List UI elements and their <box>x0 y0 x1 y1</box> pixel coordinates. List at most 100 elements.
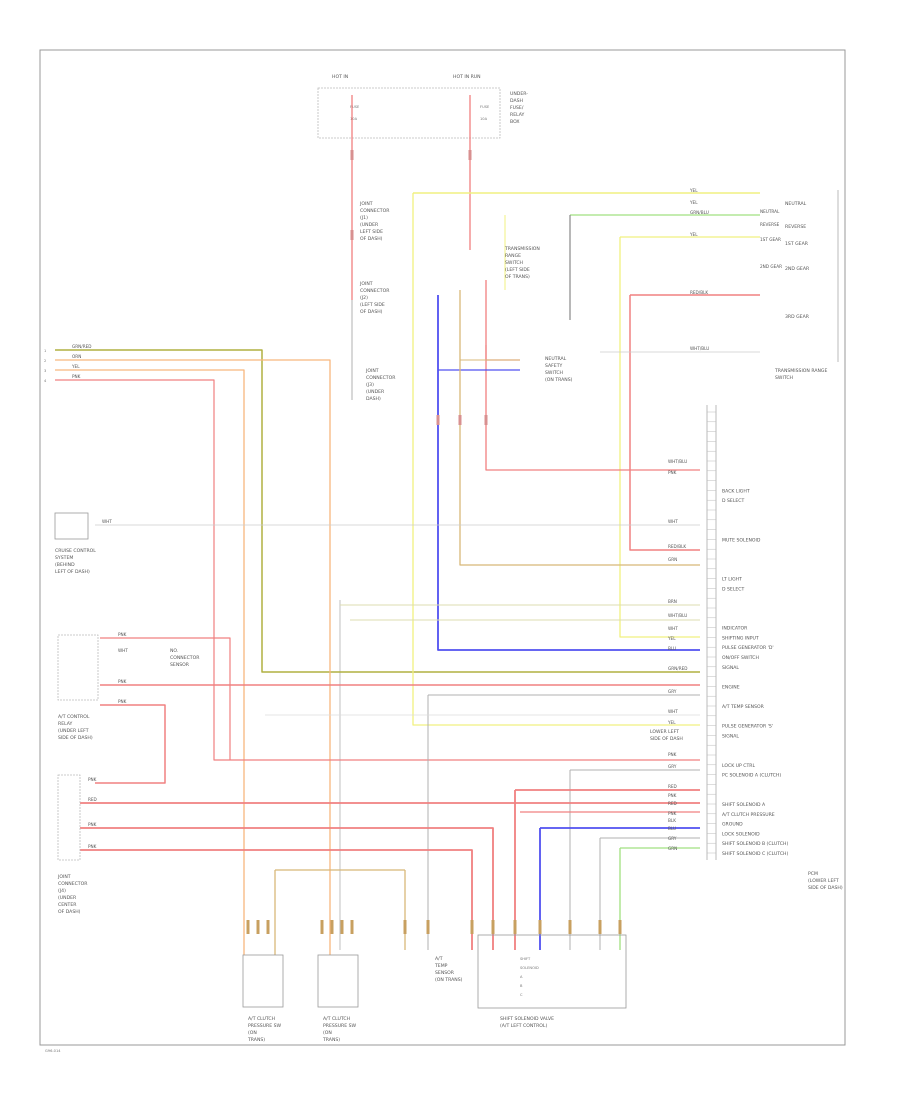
relay-wire-label: PNK <box>118 632 127 637</box>
fuse-b-label: FUSE <box>480 105 490 109</box>
joint-bottom-line: (UNDER <box>58 895 77 901</box>
top-right-wire-label: YEL <box>689 232 698 237</box>
wire <box>412 193 700 726</box>
joint-wire-label: RED <box>88 797 97 802</box>
left-wire-label: PNK <box>72 374 81 379</box>
pcm-terminal-label: D SELECT <box>722 498 744 504</box>
pcm-terminal-label: SHIFT SOLENOID B (CLUTCH) <box>722 841 788 847</box>
cruise-label-line: LEFT OF DASH) <box>55 569 90 575</box>
connector-pin <box>350 150 354 160</box>
fuse-box-desc-line: FUSE/ <box>510 105 524 111</box>
wire <box>100 637 231 760</box>
cruise-label-line: (BEHIND <box>55 562 75 568</box>
pcm-caption-line: SIDE OF DASH) <box>808 885 843 891</box>
relay-box-line: RELAY <box>58 721 73 727</box>
wire <box>619 237 700 638</box>
bottom-sensor-line: (ON TRANS) <box>435 977 463 983</box>
pcm-wire-label: WHT <box>668 709 678 714</box>
bottom-sensor-line: SENSOR <box>435 970 455 976</box>
connector-pin <box>426 920 430 934</box>
junction-label-line: (LEFT SIDE <box>360 302 385 308</box>
junction-label-line: CONNECTOR <box>360 288 390 294</box>
top-right-wire-label: WHT/BLU <box>690 346 709 351</box>
wire <box>485 345 520 361</box>
pcm-wire-label: GRY <box>668 764 677 769</box>
pcm-wire-label: GRN/RED <box>668 666 687 671</box>
relay-wire-label: PNK <box>118 699 127 704</box>
right-switch-label: 3RD GEAR <box>785 314 810 320</box>
connector-pin <box>513 920 517 934</box>
pcm-wire-label: GRY <box>668 689 677 694</box>
right-switch-label: 2ND GEAR <box>785 266 810 272</box>
fuse-box-desc-line: DASH <box>510 98 523 104</box>
connector-pin <box>598 920 602 934</box>
connector-pin <box>458 415 462 425</box>
junction-label-line: (J1) <box>360 215 368 221</box>
pcm-wire-label: BLU <box>668 646 676 651</box>
joint-bottom-line: (J4) <box>58 888 66 894</box>
wire <box>485 280 700 471</box>
pcm-wire-label: RED <box>668 784 677 789</box>
bottom-sensor-line: TEMP <box>434 963 448 969</box>
junction-label-line: JOINT <box>365 368 379 374</box>
joint-wire-label: PNK <box>88 822 97 827</box>
wire <box>55 359 331 955</box>
wire <box>55 349 700 673</box>
connector-pin <box>436 415 440 425</box>
junction-label-line: CONNECTOR <box>360 208 390 214</box>
pcm-terminal-label: SIGNAL <box>722 733 739 739</box>
left-pin: 4 <box>44 379 47 383</box>
bottom-unit-line: PRESSURE SW <box>248 1023 282 1029</box>
junction-label-line: (UNDER <box>360 222 379 228</box>
connector-pin <box>350 230 354 240</box>
pcm-wire-label: BLK <box>668 818 676 823</box>
bottom-unit-line: TRANS) <box>322 1037 340 1043</box>
solenoid-caption: SHIFT SOLENOID VALVE(A/T LEFT CONTROL) <box>500 1016 554 1029</box>
pcm-terminal-label: INDICATOR <box>722 626 748 632</box>
pcm-wire-label: WHT/BLU <box>668 459 687 464</box>
pcm-terminal-label: ON/OFF SWITCH <box>722 655 759 661</box>
solenoid-item: SOLENOID <box>520 966 539 970</box>
junction-label-line: (UNDER <box>366 389 385 395</box>
pcm-terminal-label: A/T CLUTCH PRESSURE <box>722 812 775 818</box>
pcm-wire-label: PNK <box>668 811 677 816</box>
fuse-box: HOT IN HOT IN RUN FUSE 10A FUSE 10A UNDE… <box>317 74 528 139</box>
fuse-box-header-right: HOT IN RUN <box>453 74 481 80</box>
top-right-wire-label: RED/BLK <box>690 290 708 295</box>
connector-pin <box>256 920 260 934</box>
wire <box>80 827 494 950</box>
relay-label-line: SWITCH <box>505 260 523 266</box>
relay-box-line: SIDE OF DASH) <box>58 735 93 741</box>
left-wire-label: ORN <box>72 354 81 359</box>
connector-pin <box>330 920 334 934</box>
pcm-terminal-label: MUTE SOLENOID <box>722 537 761 543</box>
pcm-wire-label: RED/BLK <box>668 544 686 549</box>
top-right-wire-label: GRN/BLU <box>690 210 709 215</box>
relay-wire-label: WHT <box>118 648 128 653</box>
pcm-terminal-label: ENGINE <box>722 684 740 690</box>
junction-label-line: (J2) <box>360 295 368 301</box>
pcm-wire-label: YEL <box>667 636 676 641</box>
relay-wire-label: PNK <box>118 679 127 684</box>
joint-bottom-line: CONNECTOR <box>58 881 88 887</box>
junction-label-line: CONNECTOR <box>366 375 396 381</box>
fuse-box-desc-line: RELAY <box>510 112 525 118</box>
pcm-terminal-label: BACK LIGHT <box>722 488 750 494</box>
relay-box-line: (UNDER LEFT <box>58 728 89 734</box>
fuse-box-header-left: HOT IN <box>332 74 348 80</box>
top-right-wire-label: YEL <box>689 188 698 193</box>
bottom-unit-line: PRESSURE SW <box>323 1023 357 1029</box>
solenoid-caption-line: (A/T LEFT CONTROL) <box>500 1023 547 1029</box>
